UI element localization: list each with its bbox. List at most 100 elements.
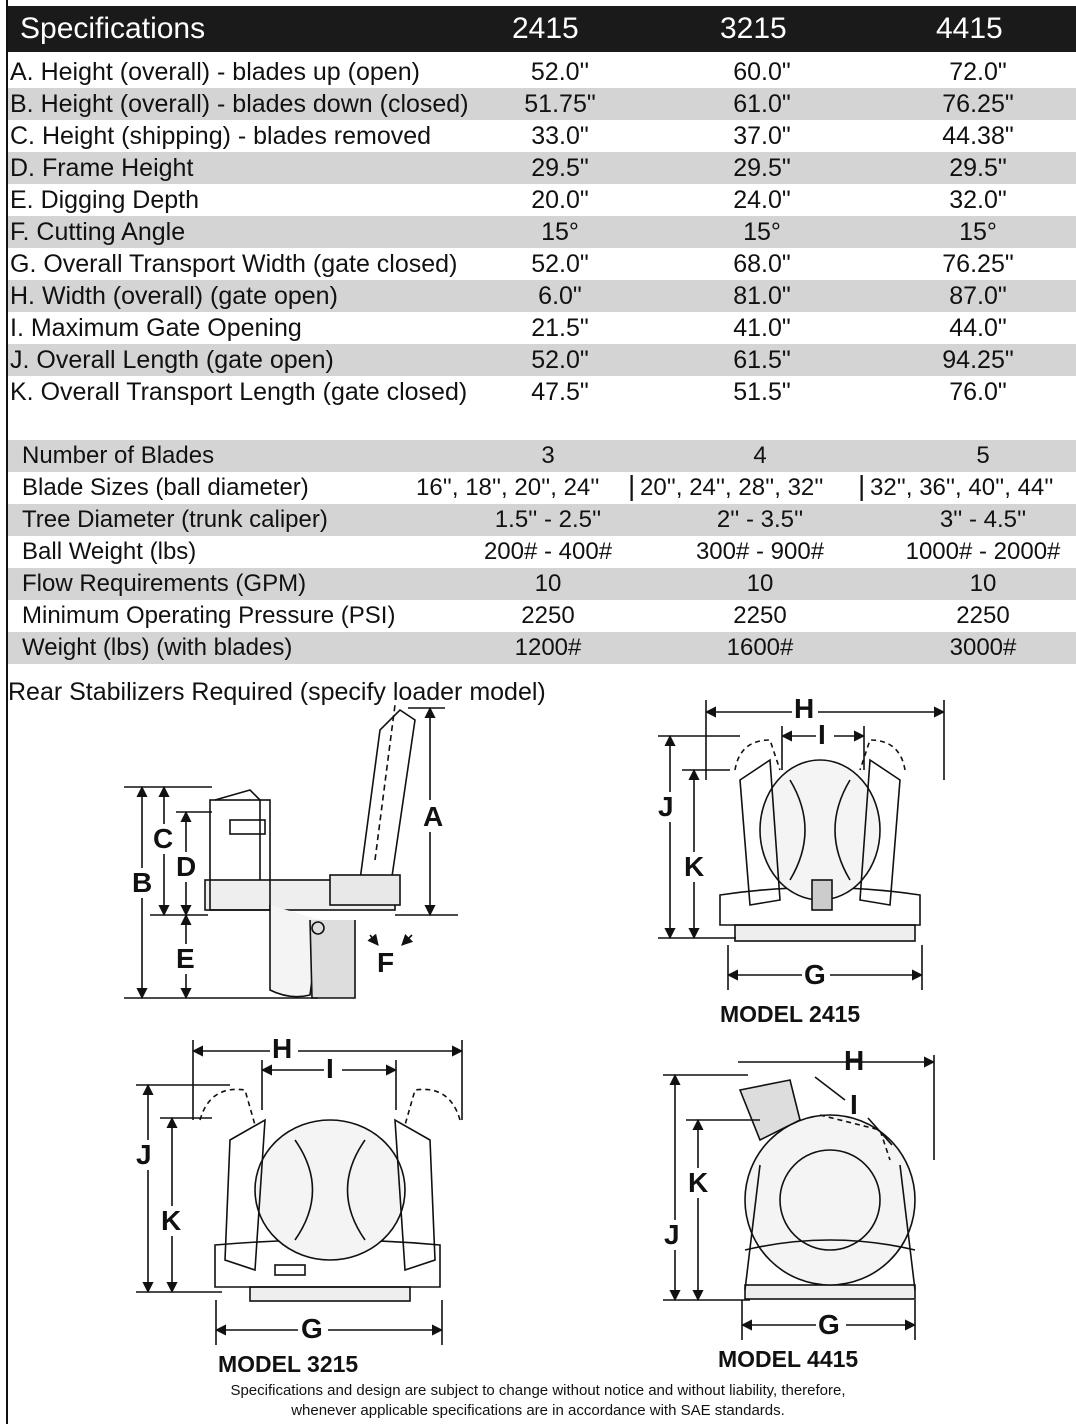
cell-3215: 41.0" [733,314,791,342]
row-label: J. Overall Length (gate open) [10,346,334,374]
cell-3215: 60.0" [733,58,791,86]
cell-2415: 1200# [514,634,582,661]
row-label: A. Height (overall) - blades up (open) [10,58,420,86]
dim-label-j-3215: J [136,1139,152,1170]
cell-2415: 29.5" [531,154,589,182]
cell-4415: 3000# [949,634,1017,661]
spec-row-weight: Weight (lbs) (with blades)1200#1600#3000… [8,632,1076,664]
cell-4415: 5 [976,442,990,469]
row-label: Tree Diameter (trunk caliper) [22,506,328,533]
dim-label-j-2415: J [658,791,674,822]
row-label: Ball Weight (lbs) [22,538,197,565]
row-label: G. Overall Transport Width (gate closed) [10,250,458,278]
spec-row-tree-diameter: Tree Diameter (trunk caliper)1.5'' - 2.5… [8,504,1076,536]
dim-label-i-4415: I [850,1089,858,1120]
spec-row-ball-weight: Ball Weight (lbs)200# - 400#300# - 900#1… [8,536,1076,568]
dim-label-e: E [176,943,195,974]
cell-3215: 29.5" [733,154,791,182]
spec-row-h: H. Width (overall) (gate open)6.0"81.0"8… [8,280,1076,312]
model-3215-drawing [199,1088,461,1302]
cell-4415: 32'', 36'', 40'', 44'' [870,474,1054,501]
cell-4415: 44.0" [949,314,1007,342]
cell-4415: 76.25" [942,250,1014,278]
cell-4415: 2250 [956,602,1010,629]
dim-label-k-2415: K [684,851,704,882]
cell-2415: 10 [534,570,562,597]
header-title: Specifications [20,12,206,45]
cell-2415: 52.0'' [530,58,590,86]
dim-label-k-3215: K [161,1205,181,1236]
dim-label-g-4415: G [818,1309,840,1340]
cell-2415: 2250 [521,602,575,629]
row-label: B. Height (overall) - blades down (close… [10,90,469,118]
cell-4415: 15° [959,218,997,246]
cell-3215: 4 [753,442,767,469]
dim-label-f: F [377,947,394,978]
cell-4415: 94.25" [942,346,1014,374]
cell-2415: 47.5" [531,378,589,406]
dim-label-h-2415: H [794,693,814,724]
header-model-2415: 2415 [512,12,579,45]
model-4415-caption: MODEL 4415 [718,1346,859,1372]
cell-4415: 1000# - 2000# [905,538,1061,565]
cell-3215: 51.5" [733,378,791,406]
cell-4415: 29.5" [949,154,1007,182]
footer-line-1: Specifications and design are subject to… [230,1382,846,1399]
cell-2415: 15° [541,218,579,246]
spec-row-g: G. Overall Transport Width (gate closed)… [8,248,1076,280]
cell-3215: 1600# [726,634,794,661]
cell-2415: 52.0" [531,250,589,278]
cell-3215: 15° [743,218,781,246]
row-label: Blade Sizes (ball diameter) [22,474,309,501]
cell-3215: 81.0" [733,282,791,310]
cell-4415: 44.38" [942,122,1014,150]
cell-4415: 87.0" [949,282,1007,310]
cell-3215: 300# - 900# [695,538,825,565]
dim-label-h-3215: H [272,1033,292,1064]
cell-2415: 51.75" [524,90,596,118]
cell-3215: 2250 [733,602,787,629]
dim-label-i-3215: I [326,1053,334,1084]
divider: | [858,470,866,501]
cell-2415: 16'', 18'', 20'', 24'' [416,474,600,501]
dim-label-j-4415: J [664,1219,680,1250]
cell-4415: 10 [969,570,997,597]
dim-label-d: D [176,851,196,882]
dim-label-i-2415: I [818,719,826,750]
row-label: E. Digging Depth [10,186,200,214]
row-label: K. Overall Transport Length (gate closed… [10,378,468,406]
dim-label-g-2415: G [804,959,826,990]
cell-4415: 76.25" [942,90,1014,118]
cell-2415: 21.5" [531,314,589,342]
cell-3215: 24.0" [733,186,791,214]
dim-label-h-4415: H [844,1045,864,1076]
cell-3215: 20'', 24'', 28'', 32'' [640,474,824,501]
cell-3215: 2'' - 3.5'' [716,506,804,533]
cell-4415: 32.0" [949,186,1007,214]
side-view-drawing [204,704,416,999]
cell-3215: 37.0" [733,122,791,150]
divider: | [628,470,636,501]
spec-row-e: E. Digging Depth 20.0" 24.0" 32.0" [8,184,1076,216]
model-2415-drawing [719,739,921,942]
model-3215-caption: MODEL 3215 [218,1351,359,1377]
cell-4415: 72.0" [949,58,1007,86]
cell-4415: 3'' - 4.5'' [939,506,1027,533]
cell-2415: 3 [541,442,555,469]
spec-row-a: A. Height (overall) - blades up (open) 52… [8,56,1076,88]
dim-label-k-4415: K [688,1167,708,1198]
cell-3215: 61.5" [733,346,791,374]
cell-3215: 61.0" [733,90,791,118]
model-4415-drawing [738,1079,916,1300]
cell-2415: 20.0" [531,186,589,214]
cell-2415: 33.0" [531,122,589,150]
dim-label-g-3215: G [301,1313,323,1344]
